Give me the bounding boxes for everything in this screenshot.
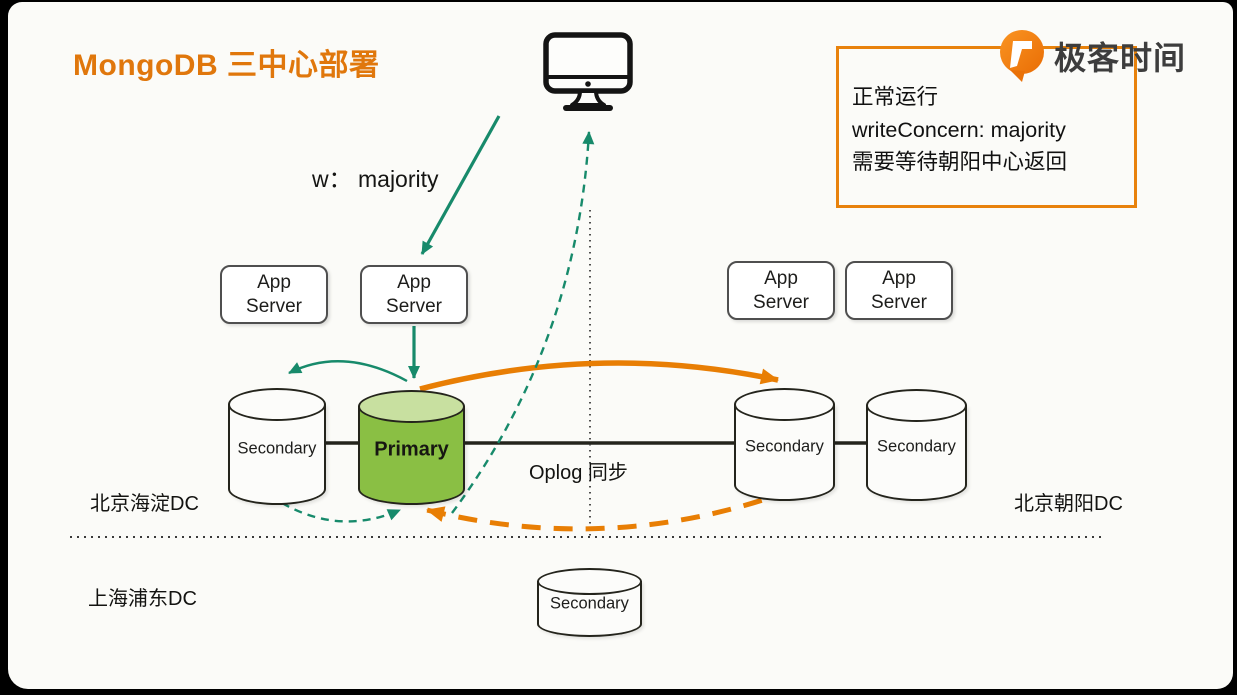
geektime-logo-icon [1000,30,1044,82]
note-box: 正常运行 writeConcern: majority 需要等待朝阳中心返回 [836,46,1137,208]
db-cylinder-primary: Primary [358,390,465,505]
primary-to-left-secondary-arrow [288,360,408,383]
write-request-arrow [420,115,501,255]
note-line: writeConcern: majority [852,117,1066,142]
db-cylinder-secondary-haidian: Secondary [228,388,326,505]
primary-to-right-secondary-arrow [419,360,779,392]
ack-to-client-dashed-arrow [451,131,595,514]
oplog-sync-label: Oplog 同步 [529,462,628,484]
app-server-box-haidian-1: App Server [220,265,328,324]
dc-label-haidian: 北京海淀DC [90,493,199,515]
db-cylinder-secondary-pudong: Secondary [537,568,642,637]
right-secondary-sync-dashed-arrow [426,487,793,532]
app-server-box-haidian-2: App Server [360,265,468,324]
write-concern-label: w： majority [312,166,439,192]
note-line: 需要等待朝阳中心返回 [852,150,1068,175]
app-server-box-chaoyang-2: App Server [845,261,953,320]
note-line: 正常运行 [852,85,939,109]
client-monitor-icon [543,32,633,111]
dc-label-chaoyang: 北京朝阳DC [1014,493,1123,515]
brand-name: 极客时间 [1054,40,1187,76]
left-secondary-sync-dashed-arrow [281,501,401,523]
app-server-box-chaoyang-1: App Server [727,261,835,320]
page-title: MongoDB 三中心部署 [73,49,380,82]
db-cylinder-secondary-chaoyang-1: Secondary [734,388,835,501]
db-cylinder-secondary-chaoyang-2: Secondary [866,389,967,501]
dc-label-pudong: 上海浦东DC [88,588,197,610]
brand-logo: 极客时间 [998,28,1186,84]
